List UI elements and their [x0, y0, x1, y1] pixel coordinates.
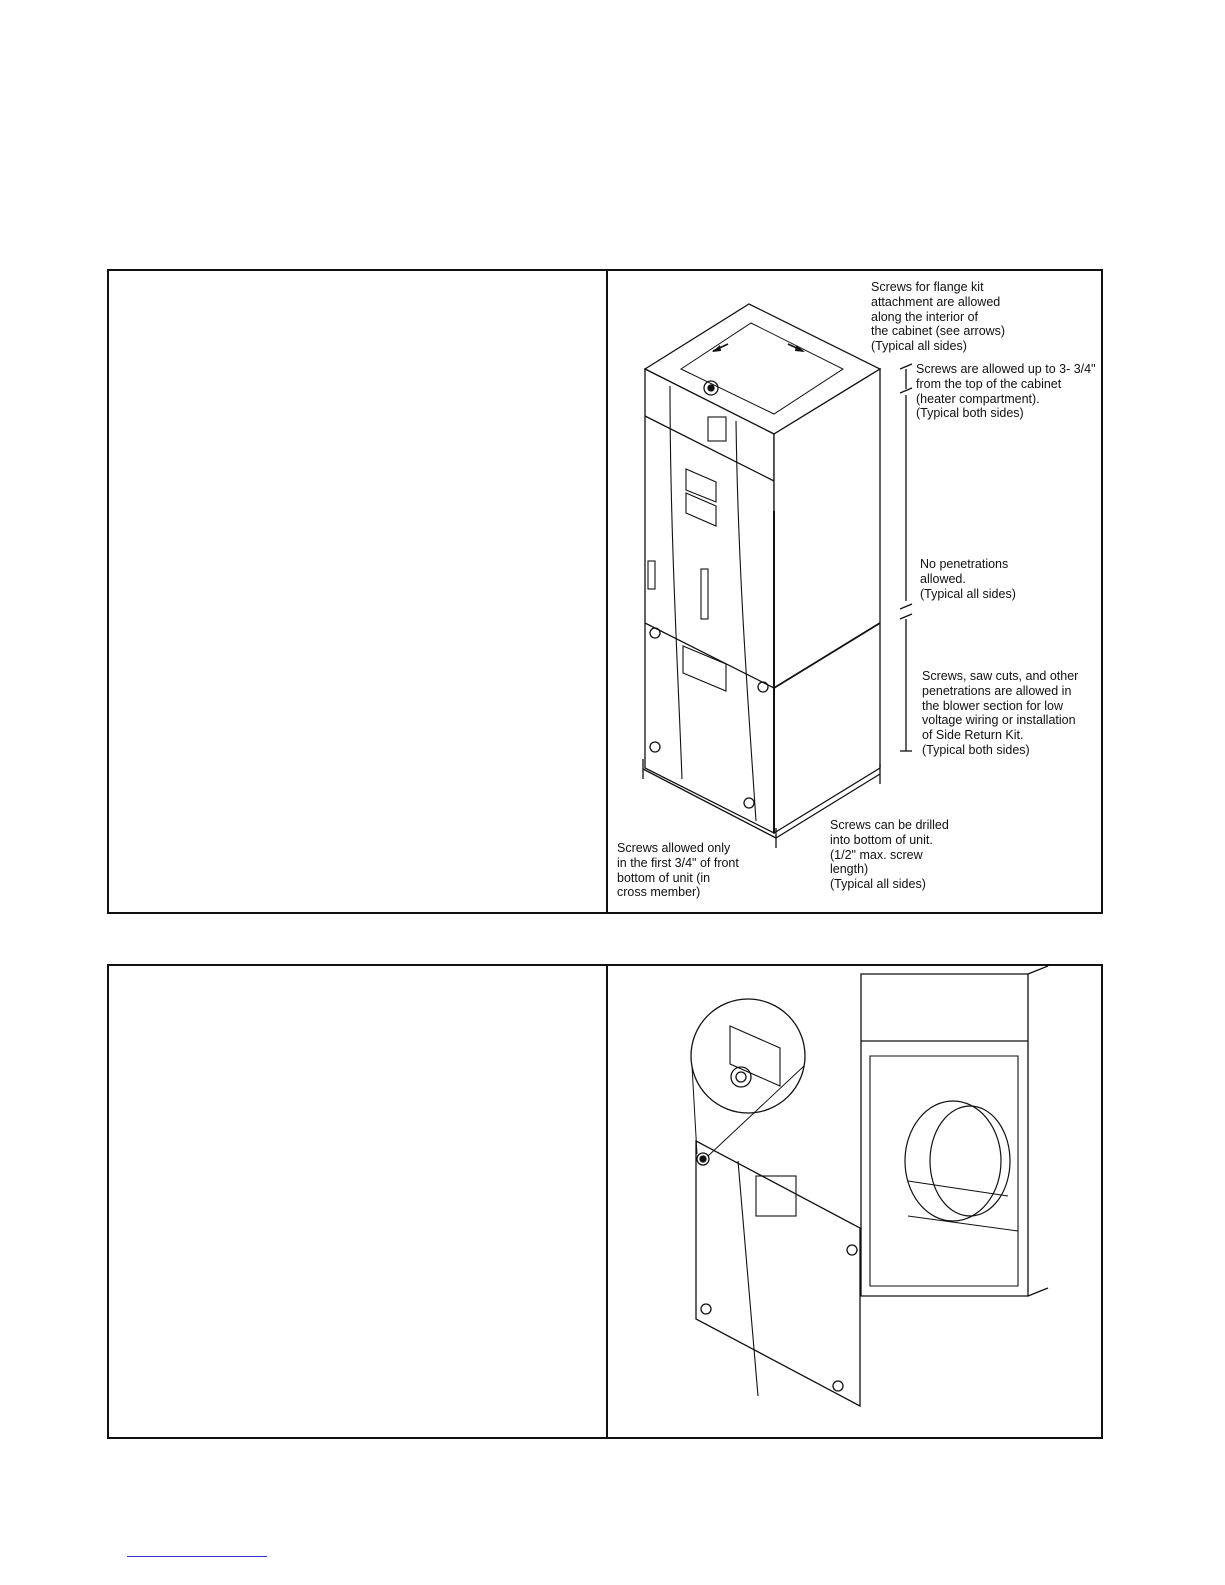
figure-2-frame	[107, 964, 1103, 1439]
blower-section-callout: Screws, saw cuts, and other penetrations…	[922, 669, 1079, 757]
footer-link-underline[interactable]	[127, 1556, 267, 1557]
figure-1-text-cell	[109, 271, 606, 912]
bottom-drilled-callout: Screws can be drilled into bottom of uni…	[830, 818, 949, 892]
air-handler-cabinet-illustration	[642, 303, 913, 848]
figure-2-illustration-cell	[608, 966, 1101, 1437]
top-three-quarter-inch-callout: Screws are allowed up to 3- 3/4" from th…	[916, 362, 1096, 421]
figure-1-illustration-cell: Screws for flange kit attachment are all…	[608, 271, 1101, 912]
figure-1-divider	[606, 271, 608, 912]
figure-1-frame: Screws for flange kit attachment are all…	[107, 269, 1103, 914]
blower-access-panel-illustration	[690, 966, 1049, 1408]
flange-kit-callout: Screws for flange kit attachment are all…	[871, 280, 1006, 354]
front-bottom-callout: Screws allowed only in the first 3/4" of…	[617, 841, 739, 900]
figure-2-text-cell	[109, 966, 606, 1437]
no-penetrations-callout: No penetrations allowed. (Typical all si…	[920, 557, 1016, 601]
figure-2-divider	[606, 966, 608, 1437]
